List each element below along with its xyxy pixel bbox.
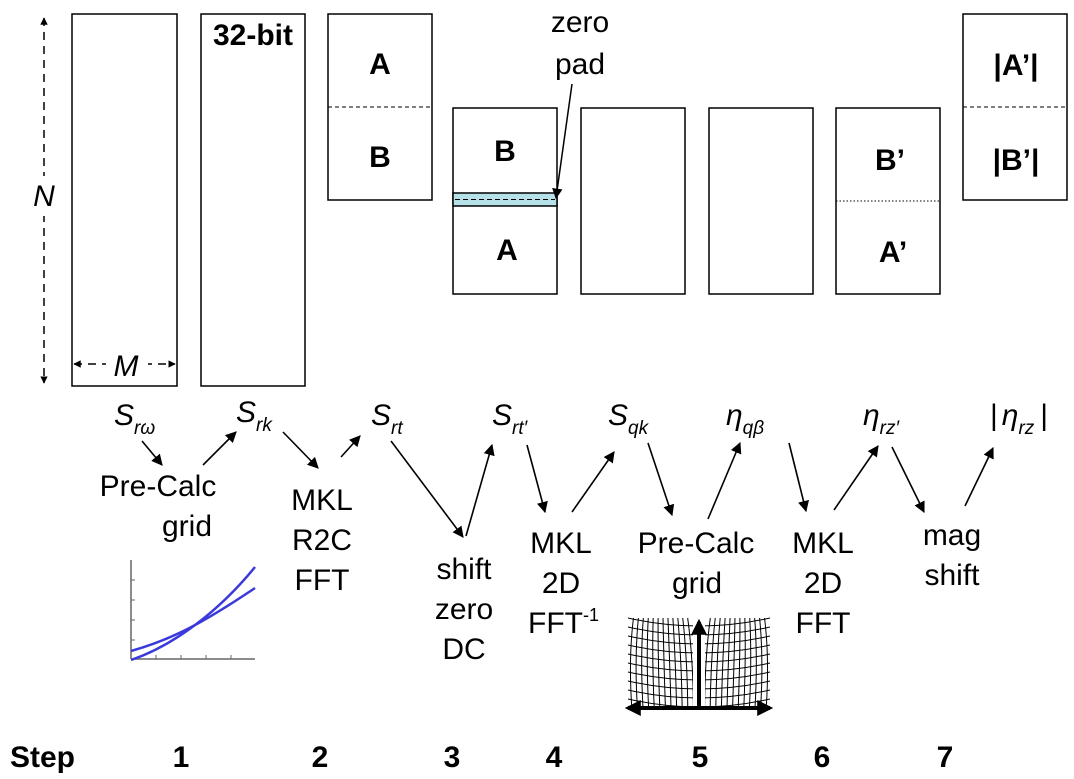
buffer-1 [71, 13, 178, 387]
step-7: 7 [937, 741, 954, 774]
op6-line2: 2D [804, 567, 842, 600]
op6-line1: MKL [792, 527, 854, 560]
op6-line3: FFT [796, 607, 851, 640]
op1-line1: Pre-Calc [100, 470, 217, 503]
step-label: Step [10, 741, 75, 774]
step1-curve-plot [130, 560, 256, 662]
op5-line2: grid [672, 567, 722, 600]
step5-warped-grid [624, 617, 774, 716]
op3-line1: shift [436, 553, 492, 586]
signal-s-r-omega: Srω [114, 399, 155, 439]
dim-n-label: N [33, 180, 55, 213]
step-2: 2 [312, 741, 329, 774]
signal-abs-eta-rz: |ηrz| [990, 399, 1048, 439]
signal-s-qk: Sqk [608, 399, 650, 439]
buffer-5 [580, 107, 686, 295]
op4-line1: MKL [530, 527, 592, 560]
op5-line1: Pre-Calc [638, 527, 755, 560]
signal-s-rt: Srt [371, 399, 403, 439]
step-1: 1 [173, 741, 190, 774]
signal-eta-rz-prime: ηrz′ [863, 399, 900, 439]
buffer-7-b-prime: B’ [875, 144, 905, 177]
dim-m-label: M [114, 350, 139, 383]
buffer-3-a: A [369, 48, 391, 81]
op1-line2: grid [162, 510, 212, 543]
op2-line1: MKL [291, 484, 353, 517]
buffer-2 [200, 13, 306, 387]
buffer-4-a: A [496, 234, 518, 267]
signal-s-rk: Srk [236, 396, 273, 436]
flow-arrows [141, 431, 994, 538]
op7-line2: shift [924, 559, 980, 592]
op4-line3: FFT-1 [528, 605, 599, 640]
buffer-8-abs-a-prime: |A’| [993, 49, 1038, 82]
step-5: 5 [692, 741, 709, 774]
step-4: 4 [546, 741, 563, 774]
op3-line3: DC [442, 633, 485, 666]
buffer-7-a-prime: A’ [879, 236, 907, 269]
op2-line3: FFT [295, 564, 350, 597]
zero-pad-arrow [552, 83, 573, 200]
buffer-6 [708, 107, 814, 295]
zero-pad-label-line2: pad [555, 48, 605, 81]
zero-pad-label-line1: zero [551, 6, 609, 39]
op7-line1: mag [923, 519, 981, 552]
buffer-8-abs-b-prime: |B’| [993, 144, 1040, 177]
signal-eta-q-beta: ηqβ [726, 399, 764, 439]
signal-s-rt-prime: Srt′ [492, 399, 529, 439]
step-3: 3 [444, 741, 461, 774]
op2-line2: R2C [292, 524, 352, 557]
buffer-2-header: 32-bit [213, 19, 293, 52]
op4-line2: 2D [542, 567, 580, 600]
buffer-3-b: B [369, 141, 391, 174]
op3-line2: zero [435, 593, 493, 626]
buffer-4-b: B [494, 135, 516, 168]
step-6: 6 [814, 741, 831, 774]
